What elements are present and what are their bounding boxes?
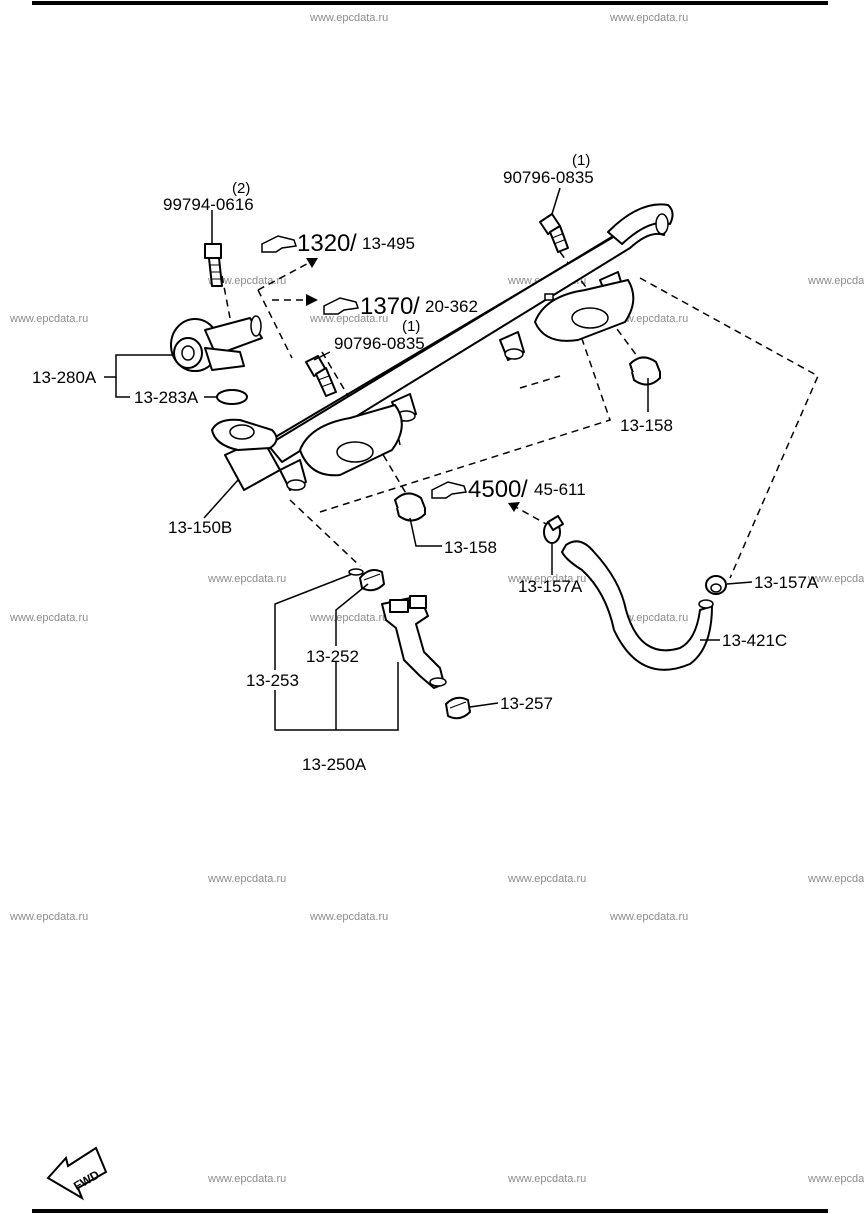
watermark: www.epcdata.ru	[309, 612, 388, 624]
watermark: www.epcdata.ru	[309, 12, 388, 24]
watermark: www.epcdata.ru	[207, 873, 286, 885]
fwd-arrow-icon: FWD	[46, 1146, 108, 1201]
pressure-regulator	[170, 315, 263, 372]
arrow-1370	[306, 294, 318, 306]
dash-regulator-left	[257, 289, 293, 359]
insulator-right	[629, 356, 661, 386]
callout-main[interactable]: 1320	[297, 230, 350, 257]
injector-insulator	[445, 696, 471, 720]
bolt-qty-label: (1)	[402, 318, 420, 335]
part-label: 13-257	[500, 694, 553, 713]
hose-end	[698, 599, 714, 609]
bolt-qty-label: (1)	[572, 152, 590, 169]
clamp-right	[705, 575, 727, 595]
watermark: www.epcdata.ru	[207, 275, 286, 287]
watermark: www.epcdata.ru	[309, 313, 388, 325]
bolt-number-label: 90796-0835	[503, 168, 594, 187]
dash-bolt-right	[559, 251, 641, 361]
callout-sub: 13-495	[362, 234, 415, 253]
callout-sub: 20-362	[425, 297, 478, 316]
o-ring	[216, 389, 248, 405]
part-label: 13-283A	[134, 388, 199, 407]
callout-main[interactable]: 4500	[468, 476, 521, 503]
watermark: www.epcdata.ru	[507, 873, 586, 885]
part-label: 13-252	[306, 647, 359, 666]
svg-text:/: /	[521, 476, 528, 503]
part-label: 13-158	[620, 416, 673, 435]
watermark: www.epcdata.ru	[309, 911, 388, 923]
watermark: www.epcdata.ru	[207, 1173, 286, 1185]
svg-text:/: /	[350, 230, 357, 257]
part-label: 13-158	[444, 538, 497, 557]
watermark: www.epcdata.ru	[807, 873, 864, 885]
hand-pointer-icon	[261, 235, 297, 253]
part-label: 13-250A	[302, 755, 367, 774]
part-label: 13-253	[246, 671, 299, 690]
arrow-4500	[508, 502, 520, 512]
watermark: www.epcdata.ru	[807, 275, 864, 287]
dash-rail-to-clamp	[639, 277, 819, 579]
bolt-top-right	[539, 213, 569, 253]
bolt-number-label: 90796-0835	[334, 334, 425, 353]
fuel-hose	[561, 540, 713, 671]
hand-pointer-icon	[323, 297, 359, 315]
leader-lines	[104, 187, 753, 731]
dash-injector-line	[289, 499, 361, 567]
dash-insulator-rail	[319, 309, 611, 513]
hand-pointer-icon	[431, 481, 467, 499]
watermark: www.epcdata.ru	[207, 573, 286, 585]
watermark: www.epcdata.ru	[807, 1173, 864, 1185]
part-label: 13-150B	[168, 518, 232, 537]
arrow-1320	[306, 258, 318, 268]
part-label: 13-421C	[722, 631, 787, 650]
watermark: www.epcdata.ru	[807, 573, 864, 585]
watermark: www.epcdata.ru	[609, 12, 688, 24]
dash-to-4500	[511, 504, 549, 526]
fuel-injector	[381, 595, 447, 689]
callout-sub: 45-611	[534, 480, 586, 499]
watermarks: www.epcdata.ru www.epcdata.ru www.epcdat…	[9, 12, 864, 1185]
part-label: 13-280A	[32, 368, 97, 387]
watermark: www.epcdata.ru	[9, 911, 88, 923]
bolt-qty-label: (2)	[232, 180, 250, 197]
bolt-number-label: 99794-0616	[163, 195, 254, 214]
fuel-rail	[211, 203, 674, 491]
bolt-mid	[305, 355, 337, 397]
part-label: 13-157A	[754, 573, 819, 592]
insulator-mid	[394, 492, 426, 522]
part-label: 13-157A	[518, 577, 583, 596]
injector-o-ring	[348, 568, 364, 576]
watermark: www.epcdata.ru	[609, 911, 688, 923]
watermark: www.epcdata.ru	[9, 612, 88, 624]
watermark: www.epcdata.ru	[507, 573, 586, 585]
callout-main[interactable]: 1370	[360, 293, 413, 320]
watermark: www.epcdata.ru	[507, 1173, 586, 1185]
dash-insulator-right	[519, 375, 561, 389]
watermark: www.epcdata.ru	[9, 313, 88, 325]
svg-text:/: /	[413, 293, 420, 320]
bolt-top-left	[204, 243, 223, 287]
clamp-mid	[543, 515, 564, 544]
